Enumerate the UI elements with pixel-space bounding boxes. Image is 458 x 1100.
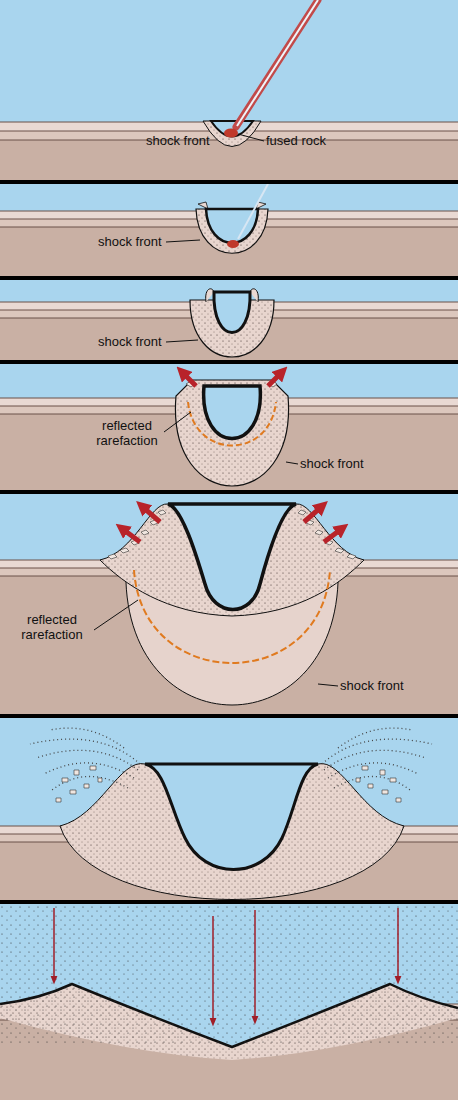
- stage-ejection: [0, 494, 458, 714]
- part-label: shock front: [146, 133, 210, 148]
- debris: [108, 510, 356, 559]
- motion-arrow: [304, 508, 320, 522]
- stage-final-crater: [0, 904, 458, 1100]
- part-label: fused rock: [266, 133, 326, 148]
- projectile: [236, 0, 318, 127]
- motion-arrow: [324, 530, 340, 542]
- leader-line: [94, 600, 138, 630]
- leader-line: [238, 134, 264, 141]
- motion-arrow: [124, 530, 140, 542]
- stage-compression: [0, 280, 458, 360]
- fallback-arrow: [212, 916, 214, 1022]
- leader-line: [164, 412, 191, 432]
- debris: [56, 766, 401, 802]
- fallback-arrow: [397, 908, 399, 980]
- leader-line: [166, 340, 198, 342]
- ejecta-curtain: [30, 728, 432, 790]
- leader-line: [286, 462, 298, 464]
- stage-excavation: [0, 364, 458, 490]
- leader-line: [166, 240, 200, 242]
- rarefaction-wave: [134, 570, 330, 663]
- stage-penetration: [0, 184, 458, 276]
- leader-line: [318, 684, 338, 686]
- part-label: shock front: [340, 678, 404, 693]
- part-label: shock front: [300, 456, 364, 471]
- motion-arrow: [144, 508, 160, 522]
- stage-contact: [0, 0, 458, 180]
- part-label: reflected rarefaction: [10, 612, 94, 642]
- part-label: shock front: [98, 334, 162, 349]
- motion-arrow: [184, 374, 196, 386]
- part-label: shock front: [98, 234, 162, 249]
- stage-ejecta-curtain: [0, 718, 458, 900]
- dust-fallback: [0, 904, 458, 1044]
- fallback-arrow: [53, 908, 55, 980]
- part-label: reflected rarefaction: [90, 418, 164, 448]
- motion-arrow: [268, 374, 280, 386]
- fallback-arrow: [254, 910, 256, 1020]
- rarefaction-wave: [188, 402, 276, 446]
- shock-zone: [203, 121, 261, 147]
- fused-rock: [224, 129, 238, 138]
